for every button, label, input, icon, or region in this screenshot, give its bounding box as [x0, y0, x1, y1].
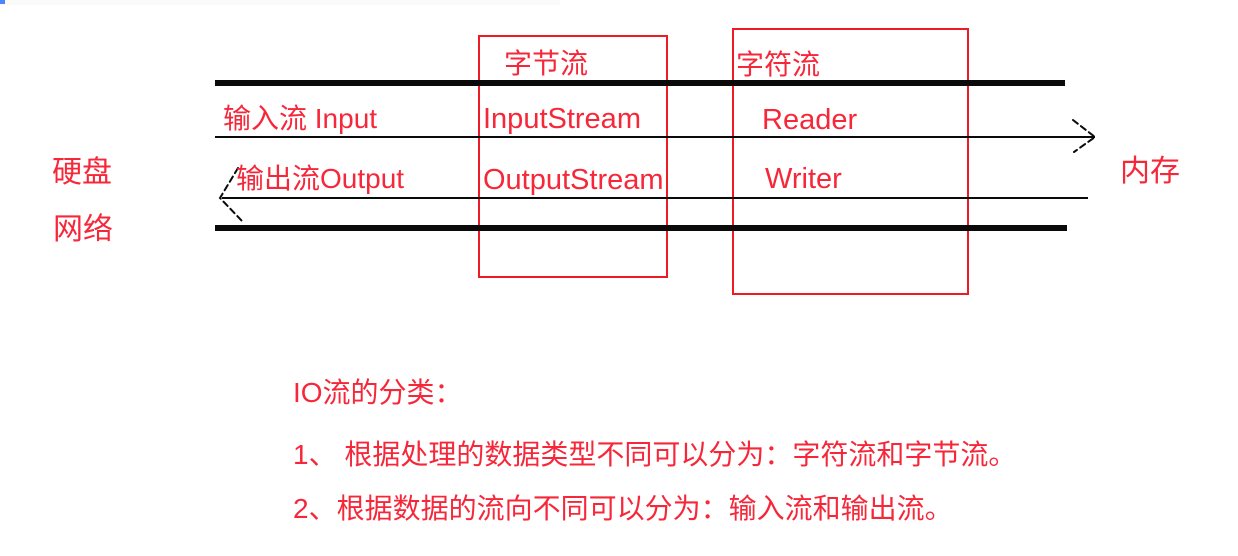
writer-class-label: Writer [765, 163, 842, 195]
input-flow-line [215, 136, 1095, 138]
byte-stream-box [478, 35, 668, 278]
left-arrowhead-icon [218, 167, 243, 222]
input-flow-label: 输入流 Input [223, 103, 378, 134]
output-flow-label: 输出流Output [236, 163, 405, 194]
channel-bottom-line [215, 225, 1067, 231]
notes-item-2: 2、根据数据的流向不同可以分为：输入流和输出流。 [293, 493, 953, 524]
right-arrowhead-icon [1072, 119, 1097, 153]
top-left-blue-artifact [0, 0, 5, 4]
top-edge-fade-artifact [0, 0, 560, 5]
endpoint-hard-disk-label: 硬盘 [52, 156, 112, 189]
output-flow-line [222, 197, 1088, 199]
reader-class-label: Reader [762, 104, 858, 136]
endpoint-network-label: 网络 [53, 213, 113, 246]
inputstream-class-label: InputStream [483, 103, 641, 135]
char-stream-box [732, 28, 969, 295]
notes-title: IO流的分类： [293, 377, 463, 408]
notes-item-1: 1、 根据处理的数据类型不同可以分为：字符流和字节流。 [293, 439, 1017, 470]
channel-top-line [215, 80, 1065, 86]
byte-stream-title: 字节流 [504, 48, 589, 79]
outputstream-class-label: OutputStream [483, 164, 664, 196]
endpoint-memory-label: 内存 [1120, 155, 1180, 188]
char-stream-title: 字符流 [736, 49, 821, 80]
